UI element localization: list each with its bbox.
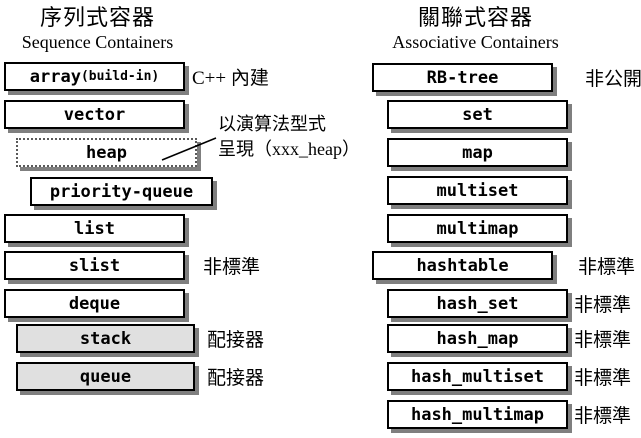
- box-hash-set-label: hash_set: [436, 293, 519, 314]
- note-stack: 配接器: [207, 330, 265, 351]
- box-rb-tree: RB-tree: [372, 63, 553, 92]
- box-hash-multimap: hash_multimap: [387, 400, 568, 429]
- box-multimap: multimap: [387, 214, 568, 243]
- associative-title-zh: 關聯式容器: [417, 5, 533, 30]
- note-hash-multiset: 非標準: [574, 368, 632, 389]
- box-array-suffix: (build-in): [80, 69, 160, 84]
- note-rb-tree: 非公開: [585, 69, 641, 90]
- note-hash-multimap: 非標準: [574, 406, 632, 427]
- box-hash-map-label: hash_map: [436, 328, 519, 349]
- box-deque-label: deque: [68, 293, 121, 314]
- box-set: set: [387, 100, 568, 129]
- box-slist-label: slist: [68, 255, 121, 276]
- box-hash-map: hash_map: [387, 324, 568, 353]
- box-array-label: array: [29, 66, 81, 87]
- sequence-title-zh: 序列式容器: [39, 5, 155, 30]
- box-map: map: [387, 138, 568, 167]
- box-map-label: map: [462, 142, 493, 163]
- box-set-label: set: [462, 104, 493, 125]
- box-stack: stack: [16, 324, 195, 353]
- box-priority-queue-label: priority-queue: [49, 181, 194, 202]
- note-hashtable: 非標準: [578, 257, 636, 278]
- box-heap-label: heap: [86, 142, 127, 163]
- box-hashtable-label: hashtable: [416, 255, 509, 276]
- box-queue: queue: [16, 362, 195, 391]
- box-array: array(build-in): [4, 62, 185, 91]
- box-rb-tree-label: RB-tree: [426, 67, 499, 88]
- box-priority-queue: priority-queue: [30, 177, 213, 206]
- heap-annotation-line2: 呈現（xxx_heap）: [218, 139, 360, 159]
- associative-column-header: 關聯式容器 Associative Containers: [368, 5, 583, 53]
- box-vector-label: vector: [63, 104, 126, 125]
- note-queue: 配接器: [207, 368, 265, 389]
- note-hash-map: 非標準: [574, 330, 632, 351]
- note-hash-set: 非標準: [574, 295, 632, 316]
- box-hash-multiset: hash_multiset: [387, 362, 568, 391]
- note-slist: 非標準: [203, 257, 261, 278]
- associative-title-en: Associative Containers: [392, 32, 559, 52]
- box-multiset: multiset: [387, 176, 568, 205]
- box-queue-label: queue: [79, 366, 132, 387]
- box-hash-multimap-label: hash_multimap: [410, 404, 545, 425]
- box-hash-multiset-label: hash_multiset: [410, 366, 545, 387]
- heap-annotation-line1: 以演算法型式: [218, 114, 326, 134]
- sequence-column-header: 序列式容器 Sequence Containers: [0, 5, 195, 53]
- box-hashtable: hashtable: [372, 251, 553, 280]
- box-vector: vector: [4, 100, 185, 129]
- box-hash-set: hash_set: [387, 289, 568, 318]
- box-deque: deque: [4, 289, 185, 318]
- box-multiset-label: multiset: [436, 180, 519, 201]
- heap-annotation: 以演算法型式 呈現（xxx_heap）: [218, 112, 360, 162]
- sequence-title-en: Sequence Containers: [21, 32, 174, 52]
- box-list-label: list: [74, 218, 115, 239]
- note-array: C++ 內建: [192, 68, 269, 89]
- box-list: list: [4, 214, 185, 243]
- box-heap: heap: [16, 138, 197, 167]
- box-slist: slist: [4, 251, 185, 280]
- box-stack-label: stack: [79, 328, 132, 349]
- box-multimap-label: multimap: [436, 218, 519, 239]
